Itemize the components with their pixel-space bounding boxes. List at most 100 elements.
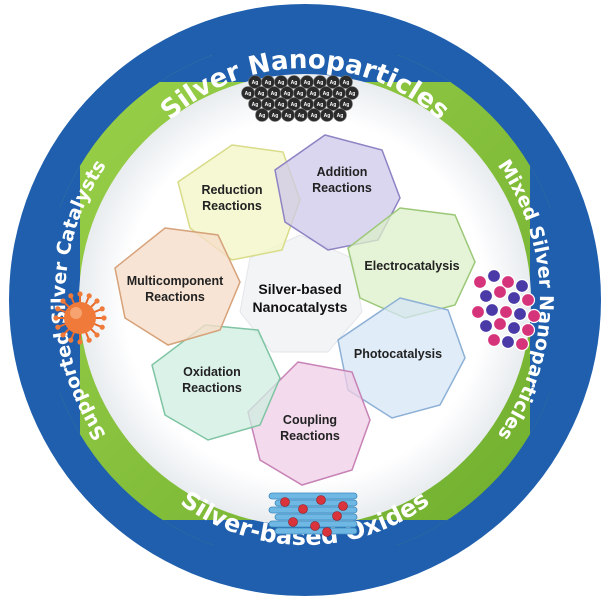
spike-tip <box>86 293 92 299</box>
mixed-particle <box>520 292 536 308</box>
coupling-label-1: Coupling <box>283 413 337 427</box>
oxide-rod <box>268 506 358 514</box>
spike-tip <box>55 324 61 330</box>
oxide-rod <box>268 492 358 500</box>
mixed-particle <box>506 290 522 306</box>
addition-heptagon: Addition Reactions <box>274 134 401 251</box>
mixed-particle <box>492 284 508 300</box>
silver-atom-label: Ag <box>330 80 337 86</box>
silver-atom <box>339 97 353 111</box>
mixed-particle <box>478 318 494 334</box>
spike-tip <box>99 306 105 312</box>
photocatalysis-label: Photocatalysis <box>354 347 442 361</box>
spike-tip <box>53 315 59 321</box>
silver-atom <box>345 86 359 100</box>
silver-atom-label: Ag <box>304 102 311 108</box>
silver-atom-label: Ag <box>323 91 330 97</box>
silver-atom-label: Ag <box>278 102 285 108</box>
reduction-heptagon: Reduction Reactions <box>177 144 301 261</box>
silver-atom-label: Ag <box>272 113 279 119</box>
silver-atom-label: Ag <box>252 80 259 86</box>
silver-atom-label: Ag <box>284 91 291 97</box>
mixed-particle <box>506 320 522 336</box>
spike-tip <box>60 298 66 304</box>
oxide-particle <box>316 495 326 505</box>
oxide-particle <box>338 501 348 511</box>
spike-tip <box>99 324 105 330</box>
silver-atom-label: Ag <box>285 113 292 119</box>
silver-atom <box>333 108 347 122</box>
oxide-particle <box>322 527 332 537</box>
silver-atom-label: Ag <box>258 91 265 97</box>
spike-tip <box>60 332 66 338</box>
oxide-rod <box>274 499 358 507</box>
silver-atom-label: Ag <box>343 80 350 86</box>
spike-tip <box>94 298 100 304</box>
mixed-particle <box>514 336 530 352</box>
mixed-particle <box>514 278 530 294</box>
silver-atom-label: Ag <box>297 91 304 97</box>
silver-atom-label: Ag <box>324 113 331 119</box>
silver-atom-label: Ag <box>336 91 343 97</box>
spike-tip <box>68 293 74 299</box>
center-label-1: Silver-based <box>258 281 341 297</box>
mixed-particle <box>512 306 528 322</box>
coupling-heptagon: Coupling Reactions <box>247 361 371 486</box>
silver-atom-label: Ag <box>278 80 285 86</box>
mixed-particle <box>478 288 494 304</box>
silver-atom-label: Ag <box>298 113 305 119</box>
spike-tip <box>55 306 61 312</box>
spike-tip <box>77 339 83 345</box>
addition-label-2: Reactions <box>312 181 372 195</box>
oxide-particle <box>332 511 342 521</box>
mixed-particle <box>470 304 486 320</box>
silver-atom-label: Ag <box>330 102 337 108</box>
mixed-particle <box>486 332 502 348</box>
multicomponent-label-1: Multicomponent <box>127 274 224 288</box>
supported-catalyst-icon <box>53 291 107 345</box>
mixed-particle <box>484 302 500 318</box>
mixed-particle <box>500 334 516 350</box>
silver-atom-label: Ag <box>259 113 266 119</box>
silver-atom-label: Ag <box>245 91 252 97</box>
silver-atom-label: Ag <box>343 102 350 108</box>
multicomponent-label-2: Reactions <box>145 290 205 304</box>
spike-tip <box>77 291 83 297</box>
reduction-label-2: Reactions <box>202 199 262 213</box>
oxide-particle <box>310 521 320 531</box>
silver-atom-label: Ag <box>310 91 317 97</box>
coupling-label-2: Reactions <box>280 429 340 443</box>
photocatalysis-heptagon: Photocatalysis <box>337 297 466 419</box>
silver-atom-label: Ag <box>304 80 311 86</box>
oxide-particle <box>298 504 308 514</box>
oxidation-label-2: Reactions <box>182 381 242 395</box>
silver-atom-label: Ag <box>252 102 259 108</box>
reduction-label-1: Reduction <box>201 183 262 197</box>
mixed-nanoparticles-icon <box>470 268 542 352</box>
oxide-rod <box>274 513 358 521</box>
silver-atom-label: Ag <box>349 91 356 97</box>
silver-atom-label: Ag <box>337 113 344 119</box>
silver-atom-label: Ag <box>265 102 272 108</box>
silver-atom-label: Ag <box>291 80 298 86</box>
spike-tip <box>86 337 92 343</box>
oxidation-label-1: Oxidation <box>183 365 241 379</box>
mixed-particle <box>520 322 536 338</box>
oxide-particle <box>288 517 298 527</box>
center-label-2: Nanocatalysts <box>253 299 348 315</box>
mixed-particle <box>486 268 502 284</box>
spike-tip <box>94 332 100 338</box>
addition-label-1: Addition <box>317 165 368 179</box>
silver-atom-label: Ag <box>317 80 324 86</box>
mixed-particle <box>526 308 542 324</box>
electrocatalysis-label: Electrocatalysis <box>364 259 459 273</box>
oxide-particle <box>280 497 290 507</box>
mixed-particle <box>472 274 488 290</box>
mixed-particle <box>500 274 516 290</box>
silver-atom-label: Ag <box>317 102 324 108</box>
multicomponent-heptagon: Multicomponent Reactions <box>114 227 241 346</box>
silver-atom <box>339 75 353 89</box>
mixed-particle <box>498 304 514 320</box>
